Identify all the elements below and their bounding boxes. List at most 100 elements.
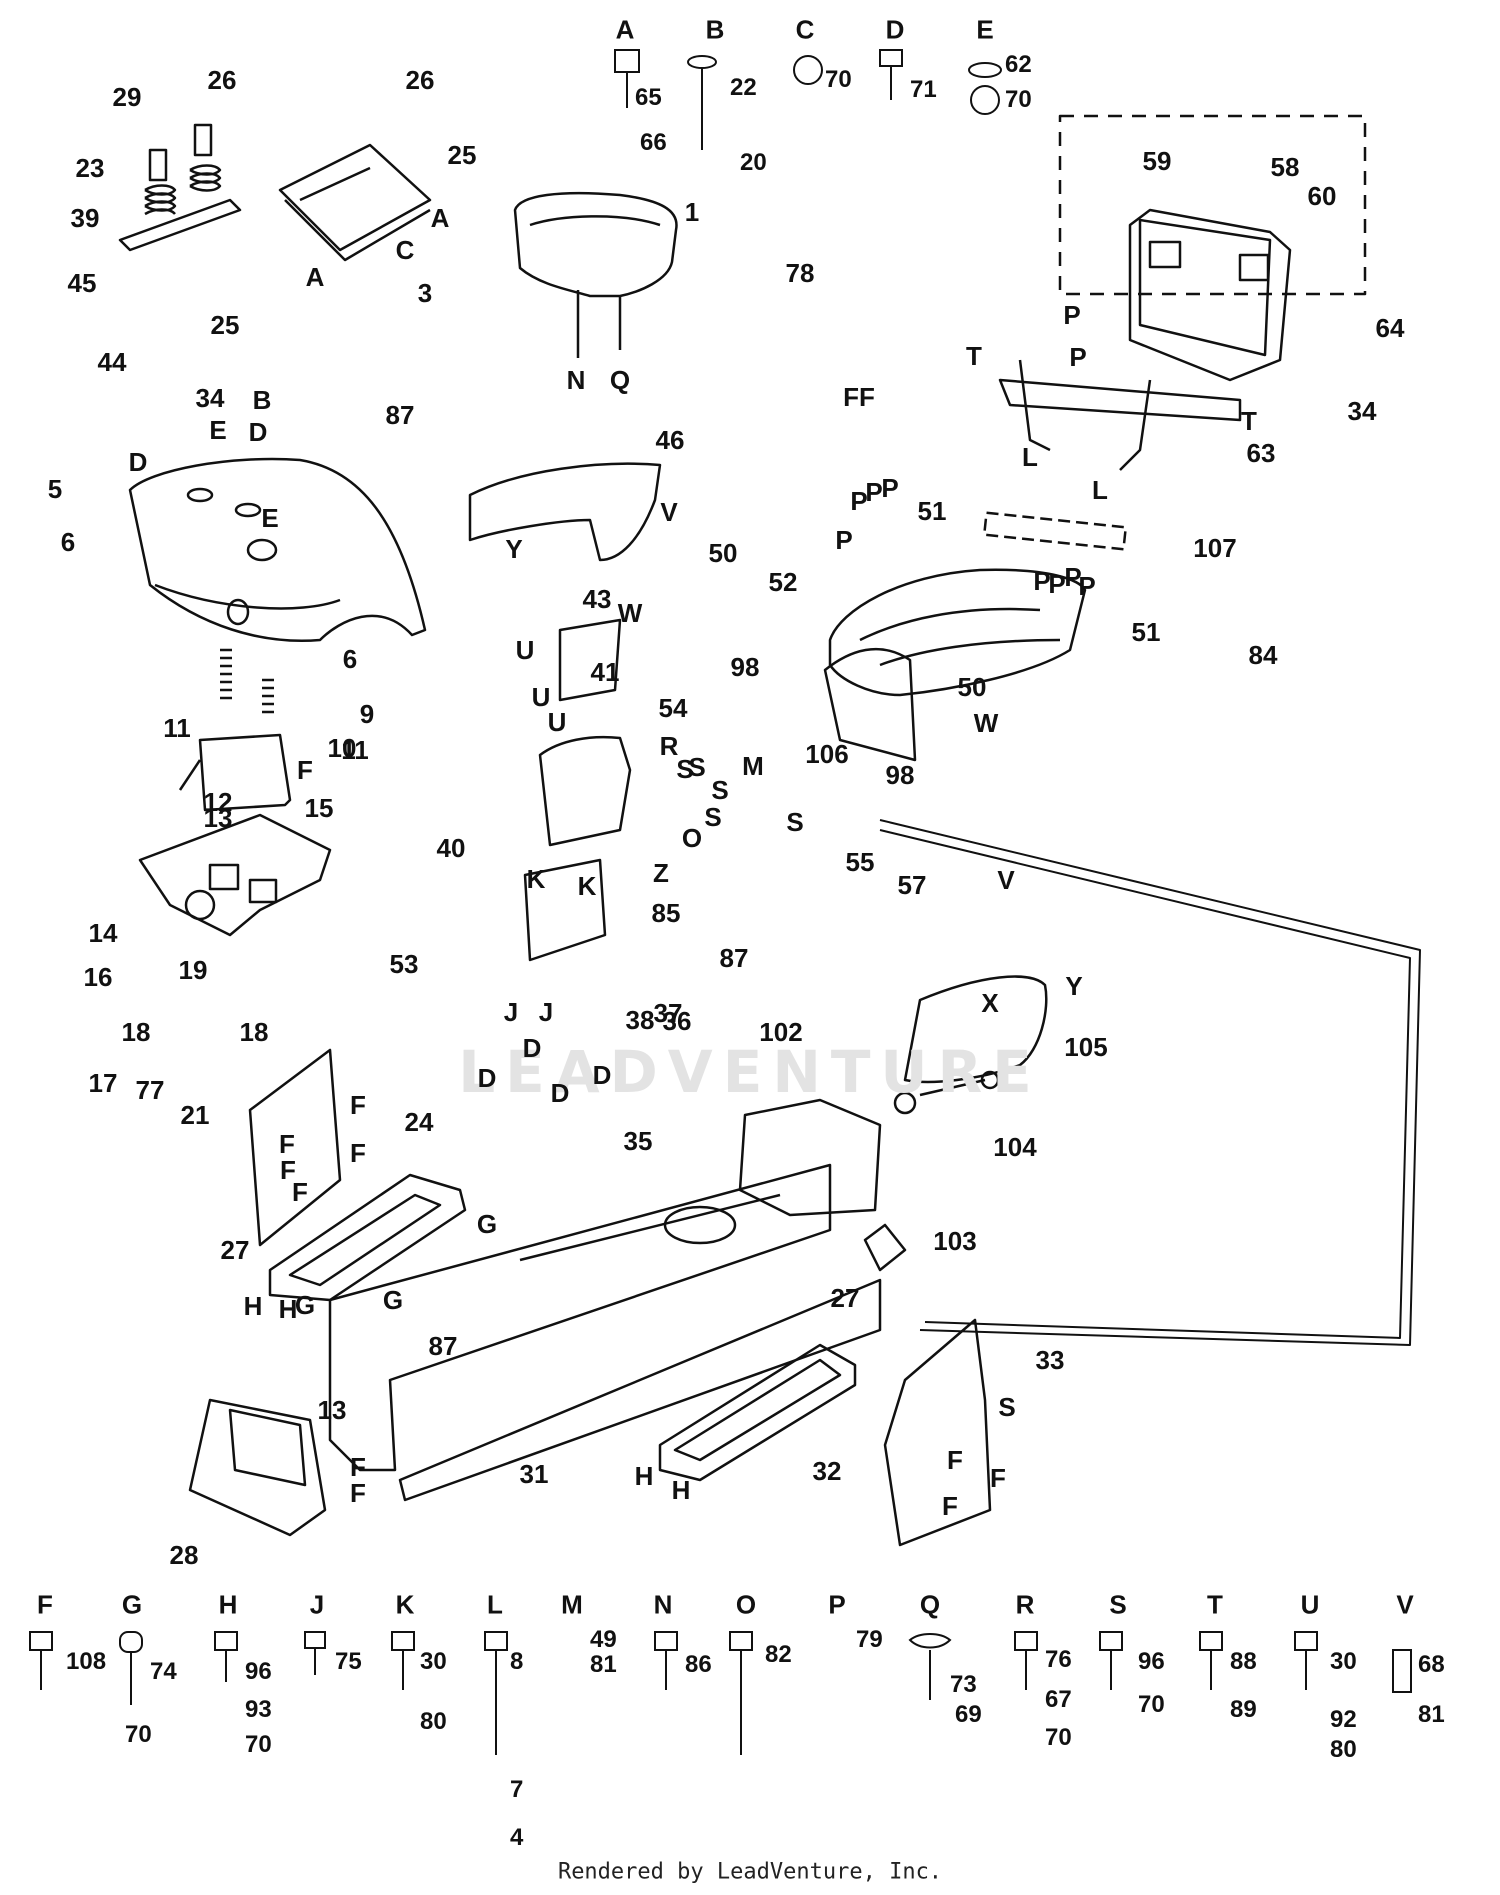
callout-letter: R — [659, 731, 679, 761]
hardware-part-number: 76 — [1045, 1646, 1072, 1673]
console-part[interactable] — [538, 735, 632, 847]
callout-number: 50 — [957, 672, 987, 702]
fender-spring-part[interactable] — [220, 648, 274, 714]
footrest-right-part[interactable] — [658, 1343, 857, 1482]
fender-deck-part[interactable] — [128, 457, 427, 642]
hardware-part-number: 8 — [510, 1648, 524, 1675]
seat-part[interactable] — [513, 191, 678, 358]
callout-number: 3 — [417, 278, 433, 308]
callout-number: 64 — [1375, 313, 1405, 343]
callout-letter: S — [998, 1392, 1016, 1422]
callout-number: 106 — [805, 739, 849, 769]
bracket-103-part[interactable] — [863, 1223, 907, 1272]
callout-number: 33 — [1035, 1345, 1065, 1375]
callout-letter: W — [973, 708, 999, 738]
callout-letter: S — [786, 807, 804, 837]
hardware-group-r: R — [1015, 1589, 1035, 1620]
callout-number: 26 — [207, 65, 237, 95]
callout-number: 39 — [70, 203, 100, 233]
hardware-part-number: 69 — [955, 1701, 982, 1728]
callout-letter: G — [294, 1290, 316, 1320]
hardware-group-p: P — [828, 1589, 846, 1620]
callout-number: 16 — [83, 962, 113, 992]
hardware-part-number: 66 — [640, 129, 667, 156]
tank-bracket-part[interactable] — [178, 733, 292, 812]
callout-number: 5 — [47, 474, 63, 504]
hardware-part-number: 82 — [765, 1641, 792, 1668]
callout-letter: FF — [843, 382, 875, 412]
hardware-part-number: 20 — [740, 149, 767, 176]
hardware-part-number: 22 — [730, 74, 757, 101]
hardware-group-d: D — [885, 14, 905, 45]
callout-letter: P — [1064, 562, 1082, 592]
callout-letter: A — [305, 262, 325, 292]
callout-number: 17 — [88, 1068, 118, 1098]
hardware-part-number: 30 — [420, 1648, 447, 1675]
grille-part[interactable] — [823, 647, 917, 762]
callout-letter: P — [881, 473, 899, 503]
hardware-part-number: 81 — [1418, 1701, 1445, 1728]
callout-number: 15 — [304, 793, 334, 823]
callout-letter: A — [430, 203, 450, 233]
callout-letter: Q — [609, 365, 631, 395]
steering-housing-part[interactable] — [523, 858, 607, 962]
hardware-part-number: 80 — [420, 1708, 447, 1735]
hardware-group-b: B — [705, 14, 725, 45]
main-frame-part[interactable] — [328, 1163, 882, 1502]
hardware-group-h: H — [218, 1589, 238, 1620]
hardware-part-number: 88 — [1230, 1648, 1257, 1675]
front-plate-part[interactable] — [188, 1398, 327, 1537]
hardware-part-number: 67 — [1045, 1686, 1072, 1713]
frame-shield-part[interactable] — [738, 1098, 882, 1217]
callout-letter: D — [477, 1063, 497, 1093]
bushing-105[interactable] — [980, 1070, 1000, 1090]
callout-number: 98 — [885, 760, 915, 790]
callout-letter: P — [1069, 342, 1087, 372]
callout-letter: F — [942, 1491, 958, 1521]
callout-letter: Y — [1065, 971, 1083, 1001]
battery-box-part[interactable] — [1128, 208, 1292, 382]
seat-spring-part[interactable] — [118, 123, 242, 252]
callout-number: 24 — [404, 1107, 434, 1137]
callout-number: 18 — [239, 1017, 269, 1047]
callout-letter: J — [503, 997, 519, 1027]
callout-letter: D — [128, 447, 148, 477]
callout-letter: F — [279, 1129, 295, 1159]
bolt-icon — [29, 1631, 53, 1651]
dash-panel-part[interactable] — [468, 462, 662, 562]
callout-letter: S — [676, 754, 694, 784]
callout-letter: P — [1048, 569, 1066, 599]
callout-letter: S — [704, 802, 722, 832]
callout-number: 45 — [67, 268, 97, 298]
battery-bracket-part[interactable] — [998, 359, 1242, 471]
hardware-group-g: G — [121, 1589, 143, 1620]
frame-side-plate-part[interactable] — [248, 1048, 342, 1247]
footrest-left-part[interactable] — [268, 1173, 467, 1302]
callout-number: 31 — [519, 1459, 549, 1489]
callout-number: 34 — [1347, 396, 1377, 426]
seat-bracket-part[interactable] — [278, 143, 432, 262]
hood-part[interactable] — [828, 511, 1128, 697]
callout-number: 63 — [1246, 438, 1276, 468]
rear-plate-part[interactable] — [883, 1318, 992, 1547]
fuel-tank-part[interactable] — [138, 813, 332, 937]
callout-letter: H — [243, 1291, 263, 1321]
hardware-group-u: U — [1300, 1589, 1320, 1620]
side-panel-part[interactable] — [903, 975, 1048, 1084]
callout-number: 77 — [135, 1075, 165, 1105]
callout-number: 87 — [719, 943, 749, 973]
battery-box-outline — [1058, 114, 1367, 296]
callout-letter: V — [997, 865, 1015, 895]
washer-104[interactable] — [893, 1091, 917, 1115]
front-bracket-part[interactable] — [558, 618, 622, 702]
callout-letter: P — [835, 525, 853, 555]
hardware-group-q: Q — [919, 1589, 941, 1620]
hardware-group-f: F — [37, 1589, 53, 1620]
callout-letter: F — [280, 1155, 296, 1185]
callout-number: 58 — [1270, 152, 1300, 182]
hardware-part-number: 70 — [825, 66, 852, 93]
hardware-part-number: 80 — [1330, 1736, 1357, 1763]
callout-number: 51 — [917, 496, 947, 526]
callout-letter: P — [1063, 300, 1081, 330]
callout-number: 18 — [121, 1017, 151, 1047]
